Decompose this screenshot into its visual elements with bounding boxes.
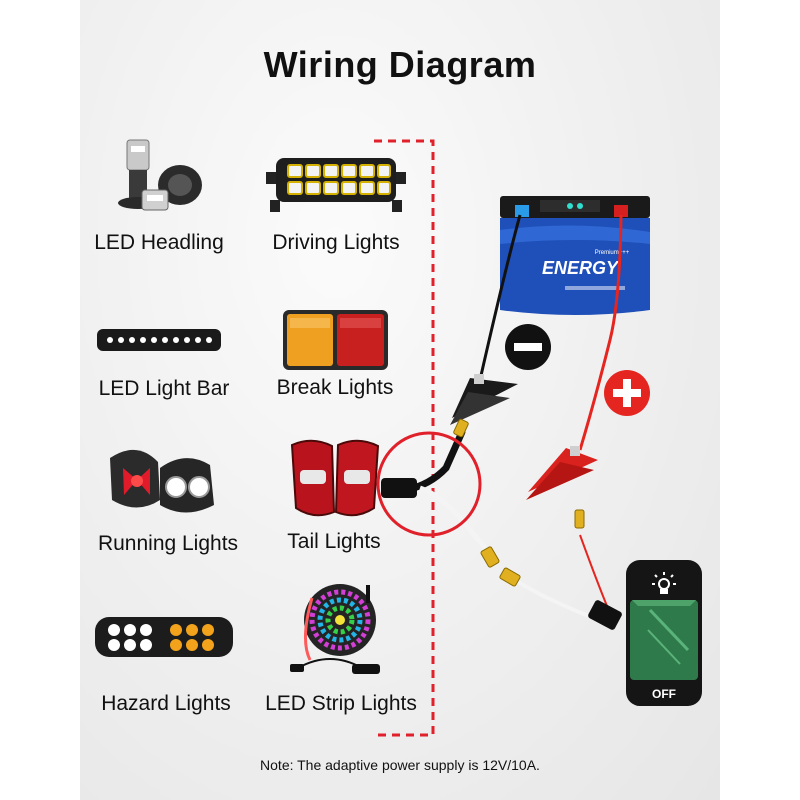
label-led-strip-lights: LED Strip Lights	[265, 692, 417, 715]
negative-clamp-icon	[450, 374, 518, 425]
driving-lights-icon	[266, 158, 406, 212]
label-break-lights: Break Lights	[276, 376, 394, 399]
led-headlight-icon	[118, 139, 202, 211]
battery-small-text: Premium+++	[595, 250, 630, 256]
harness-white-wire	[419, 485, 494, 558]
label-led-headling: LED Headling	[94, 231, 224, 254]
led-light-bar-icon	[97, 329, 221, 351]
rocker-switch[interactable]: OFF	[626, 560, 702, 706]
hazard-lights-icon	[95, 617, 233, 657]
switch-state-label: OFF	[652, 687, 676, 701]
page-title: Wiring Diagram	[263, 44, 537, 85]
led-strip-lights-icon	[290, 584, 380, 674]
light-symbol-icon	[652, 572, 676, 594]
footnote: Note: The adaptive power supply is 12V/1…	[260, 757, 540, 773]
highlight-circle	[376, 431, 482, 537]
connectors	[453, 418, 585, 587]
battery-icon: ENERGY Premium+++	[500, 196, 650, 315]
label-driving-lights: Driving Lights	[272, 231, 400, 254]
positive-terminal-icon	[604, 370, 650, 416]
label-tail-lights: Tail Lights	[287, 530, 381, 553]
negative-terminal-icon	[505, 324, 551, 370]
wire-sleeve	[588, 600, 622, 630]
running-lights-icon	[110, 449, 214, 513]
label-running-lights: Running Lights	[97, 532, 239, 555]
label-led-light-bar: LED Light Bar	[98, 377, 230, 400]
positive-clamp-icon	[526, 446, 598, 500]
break-lights-icon	[283, 310, 388, 370]
positive-cable	[578, 214, 623, 451]
negative-cable	[478, 214, 522, 381]
label-hazard-lights: Hazard Lights	[101, 692, 231, 715]
harness-sleeve	[381, 478, 417, 498]
tail-lights-icon	[290, 439, 380, 517]
dashed-bracket	[374, 139, 435, 737]
battery-brand: ENERGY	[542, 258, 620, 278]
